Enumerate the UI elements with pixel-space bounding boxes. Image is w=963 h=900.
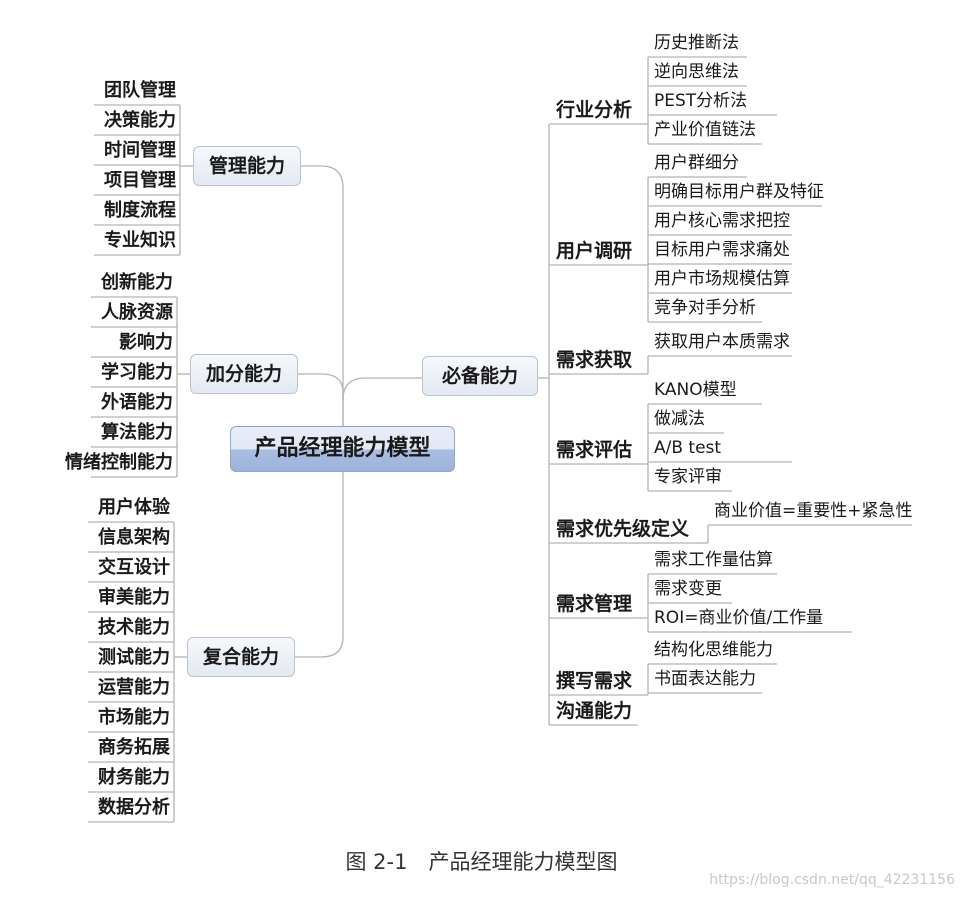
category-label: 沟通能力 — [556, 700, 633, 722]
watermark: https://blog.csdn.net/qq_42231156 — [709, 872, 955, 888]
leaf-bonus: 算法能力 — [101, 422, 173, 443]
leaf-item: 结构化思维能力 — [654, 640, 773, 660]
category-label: 需求评估 — [556, 439, 633, 461]
leaf-item: A/B test — [654, 438, 722, 458]
leaf-item: 逆向思维法 — [654, 62, 739, 82]
connector-line — [301, 165, 344, 426]
leaf-management: 决策能力 — [104, 110, 176, 131]
connector-line — [342, 377, 422, 401]
leaf-item: KANO模型 — [654, 380, 737, 400]
leaf-composite: 技术能力 — [98, 617, 170, 638]
leaf-item: 产业价值链法 — [654, 120, 756, 140]
leaf-management: 项目管理 — [104, 170, 176, 191]
category-label: 撰写需求 — [556, 670, 633, 692]
leaf-item: 竞争对手分析 — [654, 298, 756, 318]
leaf-bonus: 创新能力 — [101, 272, 173, 293]
leaf-composite: 用户体验 — [98, 497, 170, 518]
leaf-composite: 财务能力 — [98, 767, 170, 788]
leaf-item: PEST分析法 — [654, 91, 748, 111]
leaf-bonus: 人脉资源 — [101, 302, 173, 323]
category-label: 需求获取 — [556, 349, 633, 371]
central-topic: 产品经理能力模型 — [230, 426, 455, 472]
leaf-item: 用户核心需求把控 — [654, 211, 790, 231]
leaf-composite: 运营能力 — [98, 677, 170, 698]
branch-management: 管理能力 — [193, 146, 301, 186]
category-label: 需求管理 — [556, 593, 633, 615]
category-label: 需求优先级定义 — [556, 518, 690, 540]
connector-line — [298, 373, 344, 426]
branch-essential: 必备能力 — [422, 356, 538, 396]
leaf-item: 用户市场规模估算 — [654, 269, 790, 289]
leaf-composite: 数据分析 — [98, 797, 170, 818]
category-label: 用户调研 — [556, 240, 633, 262]
category-label: 行业分析 — [556, 99, 633, 121]
connector-line — [295, 472, 344, 658]
leaf-bonus: 外语能力 — [101, 392, 173, 413]
leaf-item: 历史推断法 — [654, 33, 739, 53]
leaf-item: 需求变更 — [654, 579, 722, 599]
leaf-item: 获取用户本质需求 — [654, 332, 790, 352]
leaf-item: 书面表达能力 — [654, 669, 756, 689]
leaf-management: 团队管理 — [104, 80, 176, 101]
leaf-composite: 测试能力 — [98, 647, 170, 668]
leaf-management: 专业知识 — [104, 230, 176, 251]
leaf-composite: 商务拓展 — [98, 737, 170, 758]
leaf-item: 专家评审 — [654, 467, 722, 487]
leaf-composite: 信息架构 — [98, 527, 170, 548]
branch-bonus: 加分能力 — [190, 354, 298, 394]
leaf-item: 需求工作量估算 — [654, 550, 773, 570]
leaf-composite: 审美能力 — [98, 587, 170, 608]
leaf-item: 商业价值=重要性+紧急性 — [714, 501, 913, 521]
leaf-bonus: 学习能力 — [101, 362, 173, 383]
branch-composite: 复合能力 — [187, 637, 295, 677]
figure-caption: 图 2-1 产品经理能力模型图 — [345, 850, 618, 874]
leaf-composite: 市场能力 — [98, 707, 170, 728]
leaf-item: 目标用户需求痛处 — [654, 240, 790, 260]
leaf-item: 明确目标用户群及特征 — [654, 182, 824, 202]
leaf-composite: 交互设计 — [98, 557, 170, 578]
leaf-item: 做减法 — [654, 409, 705, 429]
leaf-management: 时间管理 — [104, 140, 176, 161]
leaf-management: 制度流程 — [104, 200, 176, 221]
leaf-bonus: 影响力 — [119, 332, 173, 353]
leaf-bonus: 情绪控制能力 — [65, 452, 173, 473]
leaf-item: 用户群细分 — [654, 153, 739, 173]
leaf-item: ROI=商业价值/工作量 — [654, 608, 824, 628]
